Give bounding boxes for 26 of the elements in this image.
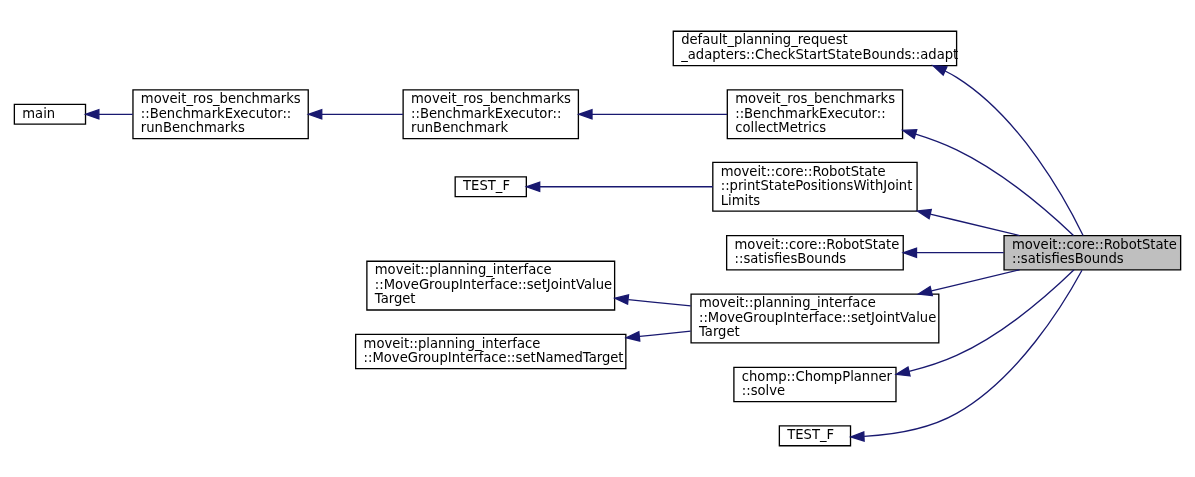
arrow xyxy=(524,181,714,193)
arrow xyxy=(83,108,134,120)
node-box: TEST_F xyxy=(454,176,527,198)
node-box: TEST_F xyxy=(778,425,852,447)
arrow xyxy=(894,269,1075,377)
node-box: moveit::planning_interface ::MoveGroupInterface::setJointValue Target xyxy=(366,260,616,311)
node-box: moveit::planning_interface ::MoveGroupInterface::setJointValue Target xyxy=(690,293,940,344)
arrow xyxy=(612,294,692,307)
node-box: moveit_ros_benchmarks ::BenchmarkExecutor:: runBenchmarks xyxy=(132,89,309,140)
node-box: main xyxy=(13,103,87,125)
node-box: moveit::core::RobotState ::printStatePositionsWithJoint Limits xyxy=(712,161,918,212)
arrow xyxy=(900,128,1075,237)
arrow xyxy=(915,208,1021,237)
node-box: chomp::ChompPlanner ::solve xyxy=(733,366,897,403)
node-box: moveit::core::RobotState ::satisfiesBounds xyxy=(1003,234,1182,271)
arrow xyxy=(848,269,1083,442)
arrow xyxy=(624,330,692,342)
node-box: moveit_ros_benchmarks ::BenchmarkExecutor:: collectMetrics xyxy=(726,89,904,140)
node-box: moveit_ros_benchmarks ::BenchmarkExecutor:: runBenchmark xyxy=(402,89,580,140)
arrow xyxy=(901,247,1005,259)
arrow xyxy=(306,108,404,120)
arrow xyxy=(931,64,1084,237)
node-box: moveit::core::RobotState ::satisfiesBounds xyxy=(726,234,904,271)
node-box: moveit::planning_interface ::MoveGroupInterface::setNamedTarget xyxy=(355,333,627,370)
arrow xyxy=(916,269,1021,297)
arrow xyxy=(576,108,728,120)
